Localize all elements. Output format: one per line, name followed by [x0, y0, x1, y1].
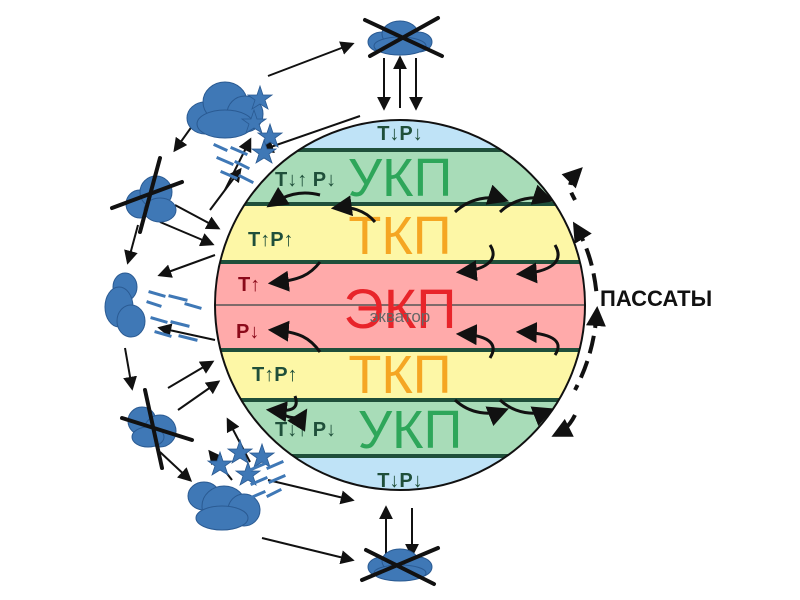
tropical-belt-north: [215, 204, 585, 262]
snowflake-icon: [240, 108, 268, 134]
arrow-icon: [453, 398, 509, 426]
snowflake-icon: [234, 460, 262, 486]
cross-icon: [363, 16, 444, 58]
arrow-icon: [157, 323, 216, 341]
arrow-icon: [259, 115, 361, 153]
arrow-icon: [209, 167, 242, 211]
arrow-icon: [453, 184, 509, 214]
arrow-icon: [498, 398, 554, 426]
arrow-icon: [455, 324, 495, 359]
equator-label: экватор: [370, 307, 431, 326]
arrow-icon: [177, 380, 221, 411]
arrow-icon: [573, 306, 606, 391]
cross-icon: [110, 156, 184, 234]
snowflake-icon: [206, 450, 234, 476]
arrow-icon: [159, 451, 193, 482]
arrow-icon: [267, 320, 322, 353]
arrow-icon: [167, 360, 215, 389]
arrow-icon: [274, 408, 308, 432]
arrow-icon: [174, 204, 221, 230]
cloud-icon: [104, 272, 146, 338]
trade-wind-arrows: [551, 167, 606, 437]
temperate-north-pressure-label: T↓↑ P↓: [275, 169, 336, 191]
arrow-icon: [455, 244, 495, 282]
snowflake-icon: [248, 442, 276, 468]
tropical-north-pressure-label: T↑P↑: [248, 229, 294, 251]
arrow-icon: [561, 167, 583, 201]
arrow-icon: [267, 261, 322, 292]
polar-north-label: T↓P↓: [377, 123, 423, 145]
tropical-belt-south: [215, 350, 585, 400]
arrow-icon: [157, 254, 216, 278]
temperate-south-name: УКП: [358, 400, 463, 460]
rain-icon: [146, 290, 202, 342]
arrow-icon: [551, 414, 577, 437]
snowflakes: [206, 84, 284, 486]
cloud-icon: [187, 481, 261, 531]
equatorial-temp-label: T↑: [238, 274, 260, 296]
rain-icon: [248, 460, 286, 500]
temperate-north-name: УКП: [348, 148, 453, 208]
arrow-icon: [267, 479, 355, 505]
arrow-icon: [224, 137, 252, 191]
arrow-icon: [159, 221, 215, 247]
polar-south-label: T↓P↓: [377, 470, 423, 492]
outer-arrows: [123, 41, 423, 565]
snowflake-icon: [246, 84, 274, 110]
trade-winds-label: ПАССАТЫ: [600, 286, 712, 311]
arrow-icon: [515, 244, 560, 284]
cross-icon: [360, 546, 440, 586]
arrow-icon: [266, 186, 321, 208]
arrow-icon: [124, 224, 139, 265]
arrow-icon: [261, 537, 355, 565]
crosses: [110, 16, 444, 586]
tropical-south-name: ТКП: [348, 345, 451, 405]
rain: [146, 143, 286, 500]
arrow-icon: [572, 221, 599, 299]
tropical-south-pressure-label: T↑P↑: [252, 364, 298, 386]
equatorial-name: ЭКП: [343, 277, 456, 340]
arrow-icon: [498, 184, 554, 214]
temperate-south-pressure-label: T↓↑ P↓: [275, 419, 336, 441]
arrow-icon: [123, 347, 137, 391]
snowflake-icon: [250, 138, 278, 164]
rain-icon: [213, 143, 255, 185]
wind-arrows: [265, 184, 560, 432]
globe-outline: [214, 119, 586, 491]
arrow-icon: [330, 195, 377, 224]
arrow-icon: [515, 322, 560, 356]
tropical-north-name: ТКП: [348, 206, 451, 266]
snowflake-icon: [226, 438, 254, 464]
arrow-icon: [226, 417, 251, 463]
equatorial-pressure-label: P↓: [236, 321, 259, 343]
cross-icon: [120, 388, 194, 470]
arrow-icon: [267, 41, 355, 77]
